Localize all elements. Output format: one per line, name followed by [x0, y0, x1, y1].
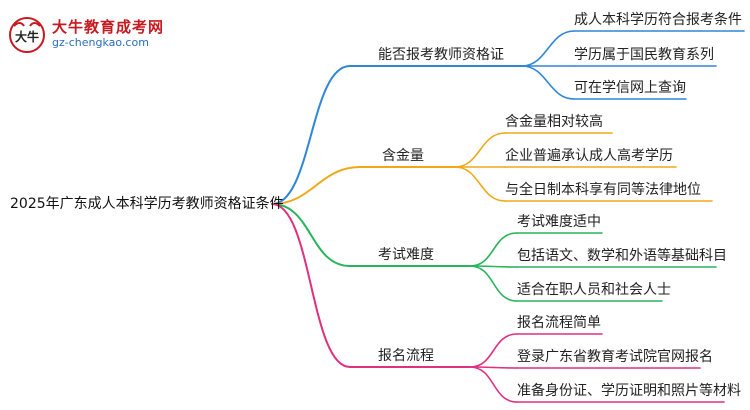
branch-leaf-connector [469, 265, 518, 302]
branch-leaf-connector [454, 166, 506, 202]
logo-url: gz-chengkao.com [52, 36, 149, 49]
branch-leaf-connector [521, 30, 575, 67]
branch-leaf-connector [454, 132, 506, 168]
logo-title: 大牛教育成考网 [52, 18, 165, 36]
root-branch-connector [271, 203, 351, 267]
leaf-node: 含金量相对较高 [505, 114, 603, 130]
branch-node: 含金量 [382, 148, 424, 164]
branch-leaf-connector [469, 366, 518, 403]
leaf-node: 成人本科学历符合报考条件 [574, 12, 742, 28]
root-branch-connector [271, 65, 351, 205]
leaf-node: 报名流程简单 [517, 315, 601, 331]
branch-leaf-connector [469, 232, 518, 267]
leaf-node: 包括语文、数学和外语等基础科目 [517, 248, 727, 264]
branch-leaf-connector [469, 333, 518, 368]
branch-node: 能否报考教师资格证 [378, 47, 504, 63]
root-node: 2025年广东成人本科学历考教师资格证条件 [10, 196, 284, 212]
leaf-node: 可在学信网上查询 [574, 80, 686, 96]
leaf-node: 与全日制本科享有同等法律地位 [505, 182, 701, 198]
logo-badge-text: 大牛 [15, 29, 39, 44]
branch-node: 报名流程 [378, 348, 434, 364]
leaf-node: 准备身份证、学历证明和照片等材料 [517, 383, 741, 399]
leaf-node: 学历属于国民教育系列 [574, 47, 714, 63]
root-branch-connector [271, 166, 361, 205]
branch-node: 考试难度 [378, 247, 434, 263]
site-logo: 大牛 大牛教育成考网 gz-chengkao.com [8, 14, 208, 54]
leaf-node: 考试难度适中 [517, 214, 601, 230]
leaf-node: 适合在职人员和社会人士 [517, 282, 671, 298]
ox-logo-icon: 大牛 [9, 17, 45, 53]
branch-leaf-connector [521, 65, 575, 100]
leaf-node: 登录广东省教育考试院官网报名 [517, 349, 713, 365]
leaf-node: 企业普遍承认成人高考学历 [505, 148, 673, 164]
root-branch-connector [271, 203, 351, 368]
